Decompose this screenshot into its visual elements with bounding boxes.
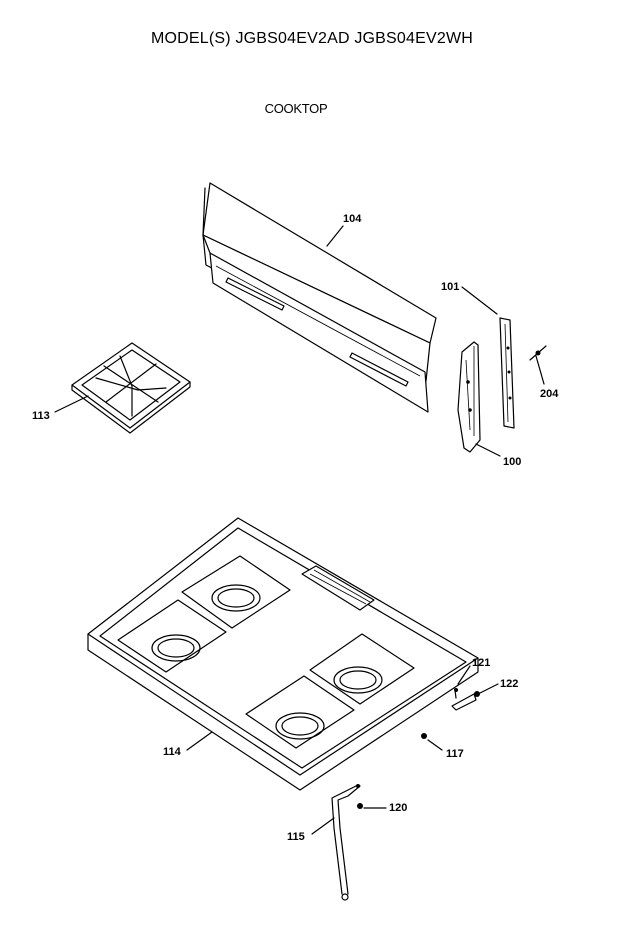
label-117: 117	[446, 748, 464, 760]
screw-part	[529, 345, 547, 361]
grate-part	[71, 342, 191, 434]
label-114: 114	[163, 746, 182, 758]
label-121: 121	[472, 657, 490, 669]
leader-lines	[54, 225, 545, 835]
rod-part	[331, 784, 363, 901]
label-113: 113	[32, 410, 50, 422]
cooktop-part	[87, 517, 479, 791]
section-title: COOKTOP	[264, 101, 328, 116]
label-104: 104	[343, 213, 362, 225]
bracket-part	[457, 341, 481, 453]
igniter-parts	[421, 688, 480, 739]
label-101: 101	[441, 281, 459, 293]
label-100: 100	[503, 456, 521, 468]
side-trim-part	[499, 317, 515, 429]
backsplash-part	[202, 182, 437, 413]
label-115: 115	[287, 831, 305, 843]
label-122: 122	[500, 678, 518, 690]
label-204: 204	[540, 388, 559, 400]
model-title: MODEL(S) JGBS04EV2AD JGBS04EV2WH	[150, 30, 474, 47]
label-120: 120	[389, 802, 407, 814]
